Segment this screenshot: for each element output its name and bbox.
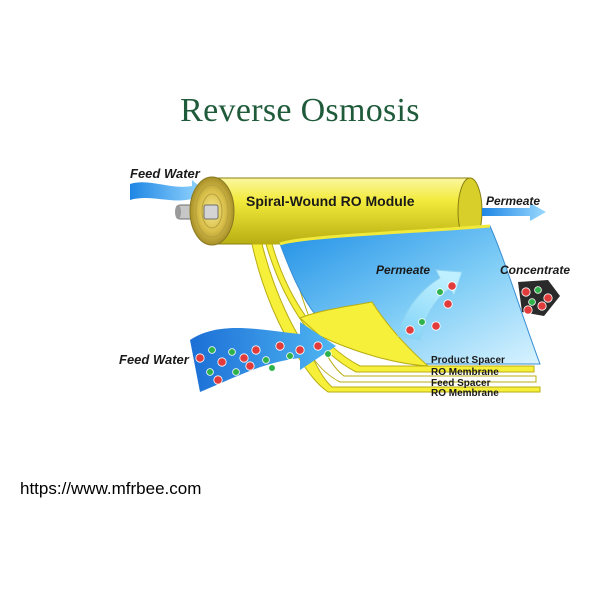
layer-label-feed-spacer: Feed Spacer bbox=[431, 378, 491, 389]
salt-ion bbox=[295, 345, 305, 355]
counter-ion bbox=[268, 364, 276, 372]
salt-ion bbox=[447, 281, 457, 291]
label-feed-water-bottom: Feed Water bbox=[119, 352, 189, 367]
module-shaft-end bbox=[175, 205, 181, 219]
salt-ion bbox=[275, 341, 285, 351]
sheet-top-edge bbox=[279, 224, 491, 246]
membrane-flap bbox=[299, 301, 430, 367]
counter-ion bbox=[534, 286, 542, 294]
label-permeate-outlet: Permeate bbox=[486, 194, 541, 208]
salt-ion bbox=[537, 301, 547, 311]
label-feed-water-top: Feed Water bbox=[130, 166, 200, 181]
module-shaft-front bbox=[203, 204, 219, 220]
salt-ion bbox=[213, 375, 223, 385]
roll-ring-2 bbox=[201, 193, 223, 229]
salt-ion bbox=[443, 299, 453, 309]
salt-ion bbox=[195, 353, 205, 363]
permeate-outlet-arrow bbox=[482, 203, 546, 221]
counter-ion bbox=[418, 318, 426, 326]
ion-particles bbox=[195, 281, 553, 385]
counter-ion bbox=[232, 368, 240, 376]
salt-ion bbox=[543, 293, 553, 303]
ro-membrane-sheet-upper bbox=[265, 243, 535, 373]
footer-url[interactable]: https://www.mfrbee.com bbox=[20, 479, 202, 498]
counter-ion bbox=[324, 350, 332, 358]
counter-ion bbox=[436, 288, 444, 296]
layer-label-product-spacer: Product Spacer bbox=[431, 355, 505, 366]
layer-label-ro-membrane-1: RO Membrane bbox=[431, 367, 499, 378]
salt-ion bbox=[313, 341, 323, 351]
counter-ion bbox=[262, 356, 270, 364]
layer-label-ro-membrane-2: RO Membrane bbox=[431, 388, 499, 399]
roll-ring-1 bbox=[195, 184, 229, 238]
counter-ion bbox=[208, 346, 216, 354]
salt-ion bbox=[217, 357, 227, 367]
counter-ion bbox=[206, 368, 214, 376]
salt-ion bbox=[245, 361, 255, 371]
salt-ion bbox=[431, 321, 441, 331]
salt-ion bbox=[405, 325, 415, 335]
salt-ion bbox=[239, 353, 249, 363]
salt-ion bbox=[521, 287, 531, 297]
counter-ion bbox=[286, 352, 294, 360]
diagram-title: Reverse Osmosis bbox=[180, 92, 420, 129]
label-concentrate: Concentrate bbox=[500, 263, 571, 277]
label-permeate-flow: Permeate bbox=[376, 263, 431, 277]
counter-ion bbox=[528, 298, 536, 306]
salt-ion bbox=[251, 345, 261, 355]
feed-water-bottom-arrow bbox=[190, 322, 336, 392]
label-module: Spiral-Wound RO Module bbox=[246, 193, 415, 209]
counter-ion bbox=[228, 348, 236, 356]
feed-water-top-arrow bbox=[130, 180, 206, 206]
salt-ion bbox=[523, 305, 533, 315]
